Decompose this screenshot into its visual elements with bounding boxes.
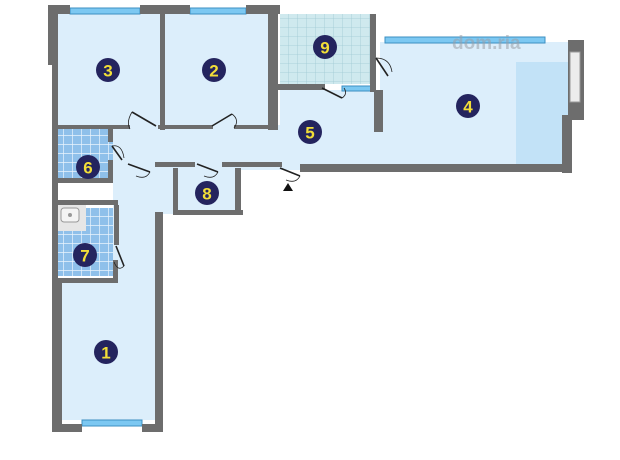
entrance-arrow-icon: [283, 183, 293, 191]
wall: [114, 205, 119, 245]
wall: [52, 60, 58, 290]
door-room-6-arc: [111, 145, 125, 159]
room-4-label: 4: [456, 94, 480, 118]
door-room-6: [111, 145, 123, 161]
door-room-4-arc: [375, 57, 393, 73]
wall: [108, 160, 113, 182]
room-3-number: 3: [103, 62, 112, 81]
window-room-4: [384, 36, 546, 44]
window-room-9: [341, 85, 373, 92]
wall: [234, 125, 268, 129]
room-2-number: 2: [209, 62, 218, 81]
door-entry: [279, 167, 301, 177]
room-8-label: 8: [195, 181, 219, 205]
room-5-number: 5: [305, 124, 314, 143]
fixtures: [60, 51, 581, 223]
room-8-number: 8: [202, 185, 211, 204]
wall: [52, 424, 82, 432]
door-room-9-arc: [341, 87, 346, 99]
door-room-3: [131, 111, 157, 127]
window-room-2: [189, 7, 247, 15]
wall: [155, 212, 163, 432]
wall: [275, 84, 325, 90]
wall: [173, 210, 243, 215]
room-2-label: 2: [202, 58, 226, 82]
wall: [235, 168, 241, 215]
door-hall-1-arc: [135, 171, 151, 178]
wall: [52, 282, 62, 432]
door-room-4: [375, 57, 389, 77]
room-1-number: 1: [101, 344, 110, 363]
watermark-text: dom.ria: [452, 33, 521, 54]
door-room-7-arc: [113, 261, 125, 269]
wall: [160, 12, 165, 130]
wall: [140, 5, 190, 14]
room-7-number: 7: [80, 247, 89, 266]
wall: [300, 164, 572, 172]
door-room-3-arc: [128, 111, 133, 130]
room-9-label: 9: [313, 35, 337, 59]
wall: [370, 14, 376, 92]
wall: [155, 162, 195, 167]
window-room-3: [69, 7, 141, 15]
door-room-2-arc: [231, 113, 237, 129]
door-room-8-arc: [203, 171, 219, 178]
room-5-floor: [113, 90, 380, 170]
room-4-number: 4: [463, 98, 473, 117]
door-room-9: [321, 87, 343, 99]
room-1-label: 1: [94, 340, 118, 364]
radiator-icon: [569, 51, 581, 103]
wall: [268, 12, 278, 130]
wall: [142, 424, 162, 432]
wall: [58, 125, 130, 129]
room-3-label: 3: [96, 58, 120, 82]
wall: [108, 128, 113, 142]
wall: [58, 278, 118, 283]
door-entry-arc: [285, 175, 301, 182]
window-room-1: [81, 419, 143, 427]
room-7-label: 7: [73, 243, 97, 267]
room-floors: [55, 12, 570, 420]
sink-drain-icon: [68, 213, 72, 217]
room-9-number: 9: [320, 39, 329, 58]
doors: [111, 57, 393, 269]
room-5-label: 5: [298, 120, 322, 144]
wall: [48, 5, 70, 14]
wall: [58, 178, 113, 183]
wall: [246, 5, 280, 14]
door-room-2: [211, 113, 233, 127]
wall: [173, 168, 178, 214]
door-room-8: [196, 163, 219, 173]
wall: [374, 90, 383, 132]
wall: [562, 115, 572, 173]
room-6-number: 6: [83, 159, 92, 178]
hall-floor: [113, 168, 178, 282]
wall: [158, 125, 213, 129]
room-labels: 3 2 9 4 5 6 8 7: [73, 35, 480, 364]
door-room-7: [115, 245, 125, 267]
room-6-label: 6: [76, 155, 100, 179]
wall: [48, 5, 58, 65]
room-4-bay: [516, 62, 568, 164]
wall: [222, 162, 282, 167]
door-hall-1: [127, 163, 151, 173]
wall: [113, 260, 118, 282]
wall: [58, 200, 118, 205]
